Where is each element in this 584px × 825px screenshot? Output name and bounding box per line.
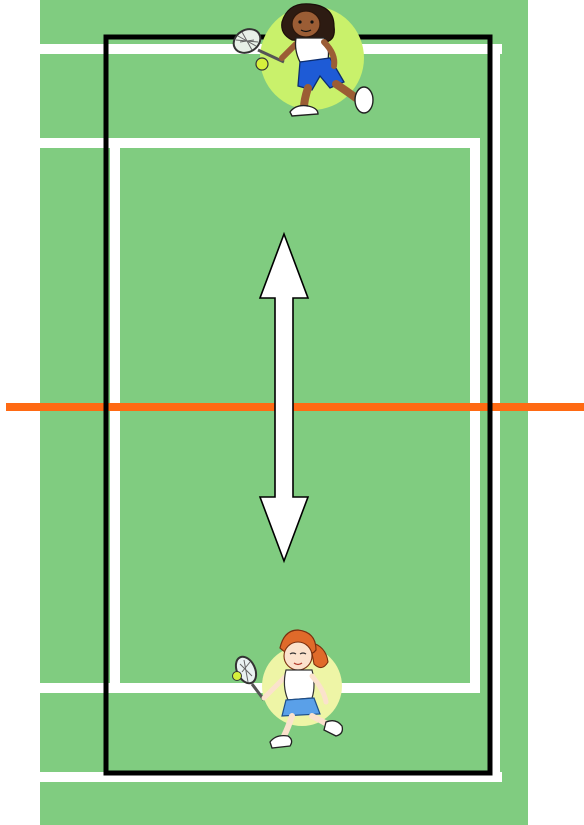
top-player-face xyxy=(292,11,320,37)
bottom-player-face xyxy=(284,642,312,670)
bottom-player-skirt xyxy=(282,698,320,716)
right-service-sideline xyxy=(470,138,480,693)
bottom-player-ball-icon xyxy=(233,672,242,681)
bottom-player-shirt xyxy=(284,670,314,700)
net-line xyxy=(6,403,584,411)
left-service-sideline xyxy=(110,138,120,693)
top-player-back-shoe xyxy=(355,87,373,113)
top-player-ball-icon xyxy=(256,58,268,70)
